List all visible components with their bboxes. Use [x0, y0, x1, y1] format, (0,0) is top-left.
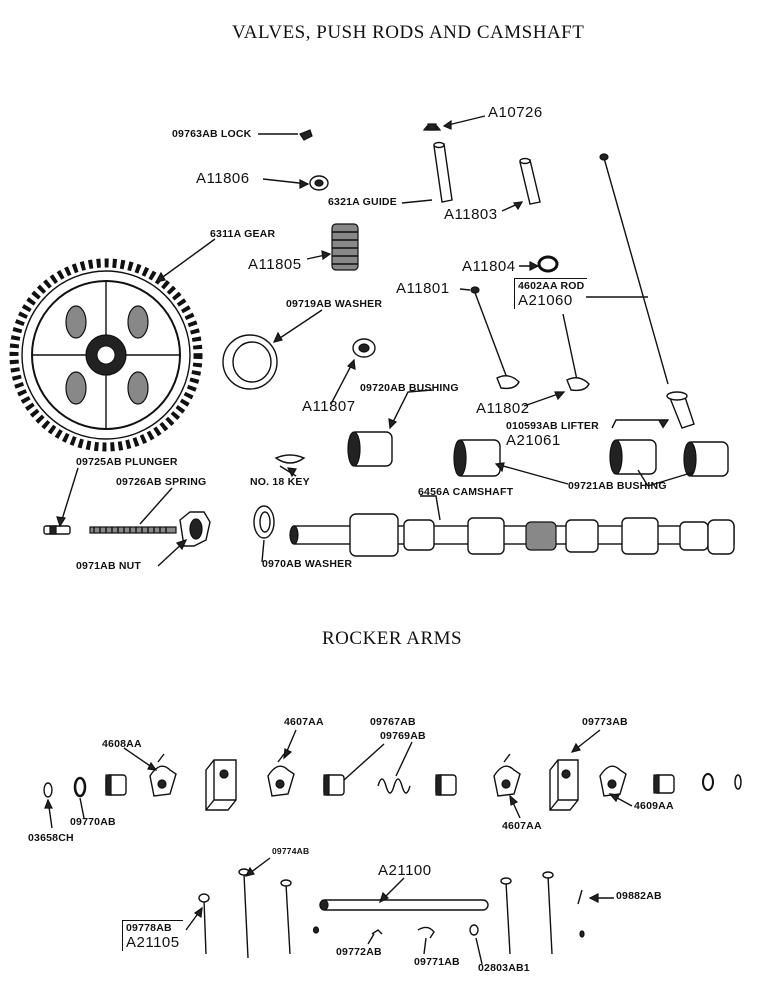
- label-plunger: 09725AB PLUNGER: [76, 456, 178, 468]
- label-lifter-a: A21061: [506, 432, 561, 449]
- label-09771ab: 09771AB: [414, 956, 460, 968]
- lifter-drawing: [666, 391, 695, 429]
- label-09773ab: 09773AB: [582, 716, 628, 728]
- support-1-drawing: [205, 759, 237, 811]
- rocker-leaders: [44, 729, 633, 965]
- bushing-2-drawing: [453, 439, 501, 477]
- valve-spring-drawing: [331, 223, 359, 271]
- spring-09769-drawing: [377, 778, 411, 794]
- label-bushing-09720: 09720AB BUSHING: [360, 382, 459, 394]
- lock-drawing: [299, 129, 313, 141]
- rocker-arm-4607-top-drawing: [267, 753, 295, 797]
- push-rod-drawing: [599, 153, 669, 385]
- label-lifter-box: 010593AB LIFTER A21061: [506, 420, 599, 449]
- rocker-arm-4609-drawing: [599, 765, 627, 797]
- label-4609aa: 4609AA: [634, 800, 674, 812]
- label-key: NO. 18 KEY: [250, 476, 310, 488]
- support-2-drawing: [549, 759, 579, 811]
- label-a21105: A21105: [126, 934, 180, 952]
- label-09769ab: 09769AB: [380, 730, 426, 742]
- label-09772ab: 09772AB: [336, 946, 382, 958]
- washer-0970-drawing: [253, 505, 275, 539]
- label-a11806: A11806: [196, 170, 250, 187]
- label-washer-0970: 0970AB WASHER: [262, 558, 353, 570]
- label-a11803: A11803: [444, 206, 498, 223]
- valves-section-title: VALVES, PUSH RODS AND CAMSHAFT: [232, 22, 585, 43]
- key-drawing: [274, 454, 306, 464]
- bushing-3-drawing: [609, 439, 657, 475]
- gear-drawing: [9, 258, 203, 452]
- label-03658ch: 03658CH: [28, 832, 74, 844]
- label-a11802: A11802: [476, 400, 530, 417]
- label-lock: 09763AB LOCK: [172, 128, 252, 140]
- nut-drawing: [179, 511, 211, 547]
- rocker-parts: [43, 753, 742, 959]
- camshaft-drawing: [289, 513, 735, 557]
- guide-2-drawing: [519, 157, 541, 205]
- label-rod-a: A21060: [518, 292, 573, 310]
- valve-leaders: [56, 115, 695, 567]
- label-nut: 0971AB NUT: [76, 560, 142, 572]
- retainer-drawing: [309, 175, 329, 191]
- label-a11805: A11805: [248, 256, 302, 273]
- valve-1-drawing: [470, 286, 520, 390]
- label-09767ab: 09767AB: [370, 716, 416, 728]
- label-lifter-part: 010593AB LIFTER: [506, 420, 599, 432]
- ring-drawing: [537, 255, 559, 273]
- plunger-drawing: [43, 525, 71, 535]
- label-02803ab1: 02803AB1: [478, 962, 530, 974]
- spring-rod-drawing: [89, 526, 177, 534]
- valve-2-drawing: [562, 313, 590, 392]
- label-09774ab: 09774AB: [272, 846, 310, 856]
- label-4607aa-bottom: 4607AA: [502, 820, 542, 832]
- label-a10726: A10726: [488, 104, 543, 121]
- label-a21100: A21100: [378, 862, 432, 879]
- bushing-1-drawing: [347, 431, 393, 467]
- washer-large-drawing: [222, 334, 278, 390]
- label-09778ab: 09778AB: [126, 922, 172, 934]
- label-a11804: A11804: [462, 258, 516, 275]
- label-spring: 09726AB SPRING: [116, 476, 207, 488]
- label-washer-09719: 09719AB WASHER: [286, 298, 383, 310]
- bushing-4-drawing: [683, 441, 729, 477]
- label-bushing-09721: 09721AB BUSHING: [568, 480, 667, 492]
- label-09778ab-box: 09778AB A21105: [122, 920, 183, 952]
- label-a11801: A11801: [396, 280, 450, 297]
- seal-drawing: [352, 338, 376, 358]
- rocker-shaft-drawing: [319, 899, 489, 911]
- label-09770ab: 09770AB: [70, 816, 116, 828]
- label-gear: 6311A GEAR: [210, 228, 276, 240]
- label-rod-part: 4602AA ROD: [518, 280, 585, 292]
- label-09882ab: 09882AB: [616, 890, 662, 902]
- label-4607aa-top: 4607AA: [284, 716, 324, 728]
- label-4608aa: 4608AA: [102, 738, 142, 750]
- label-camshaft: 6456A CAMSHAFT: [418, 486, 514, 498]
- label-guide: 6321A GUIDE: [328, 196, 397, 208]
- valve-guide-drawing: [433, 141, 453, 203]
- rocker-arm-4607-bottom-drawing: [493, 753, 521, 797]
- label-rod-box: 4602AA ROD A21060: [514, 278, 588, 310]
- rocker-arm-4608-drawing: [149, 753, 177, 797]
- label-a11807: A11807: [302, 398, 356, 415]
- valve-cap-drawing: [422, 123, 442, 131]
- rocker-section-title: ROCKER ARMS: [322, 628, 463, 649]
